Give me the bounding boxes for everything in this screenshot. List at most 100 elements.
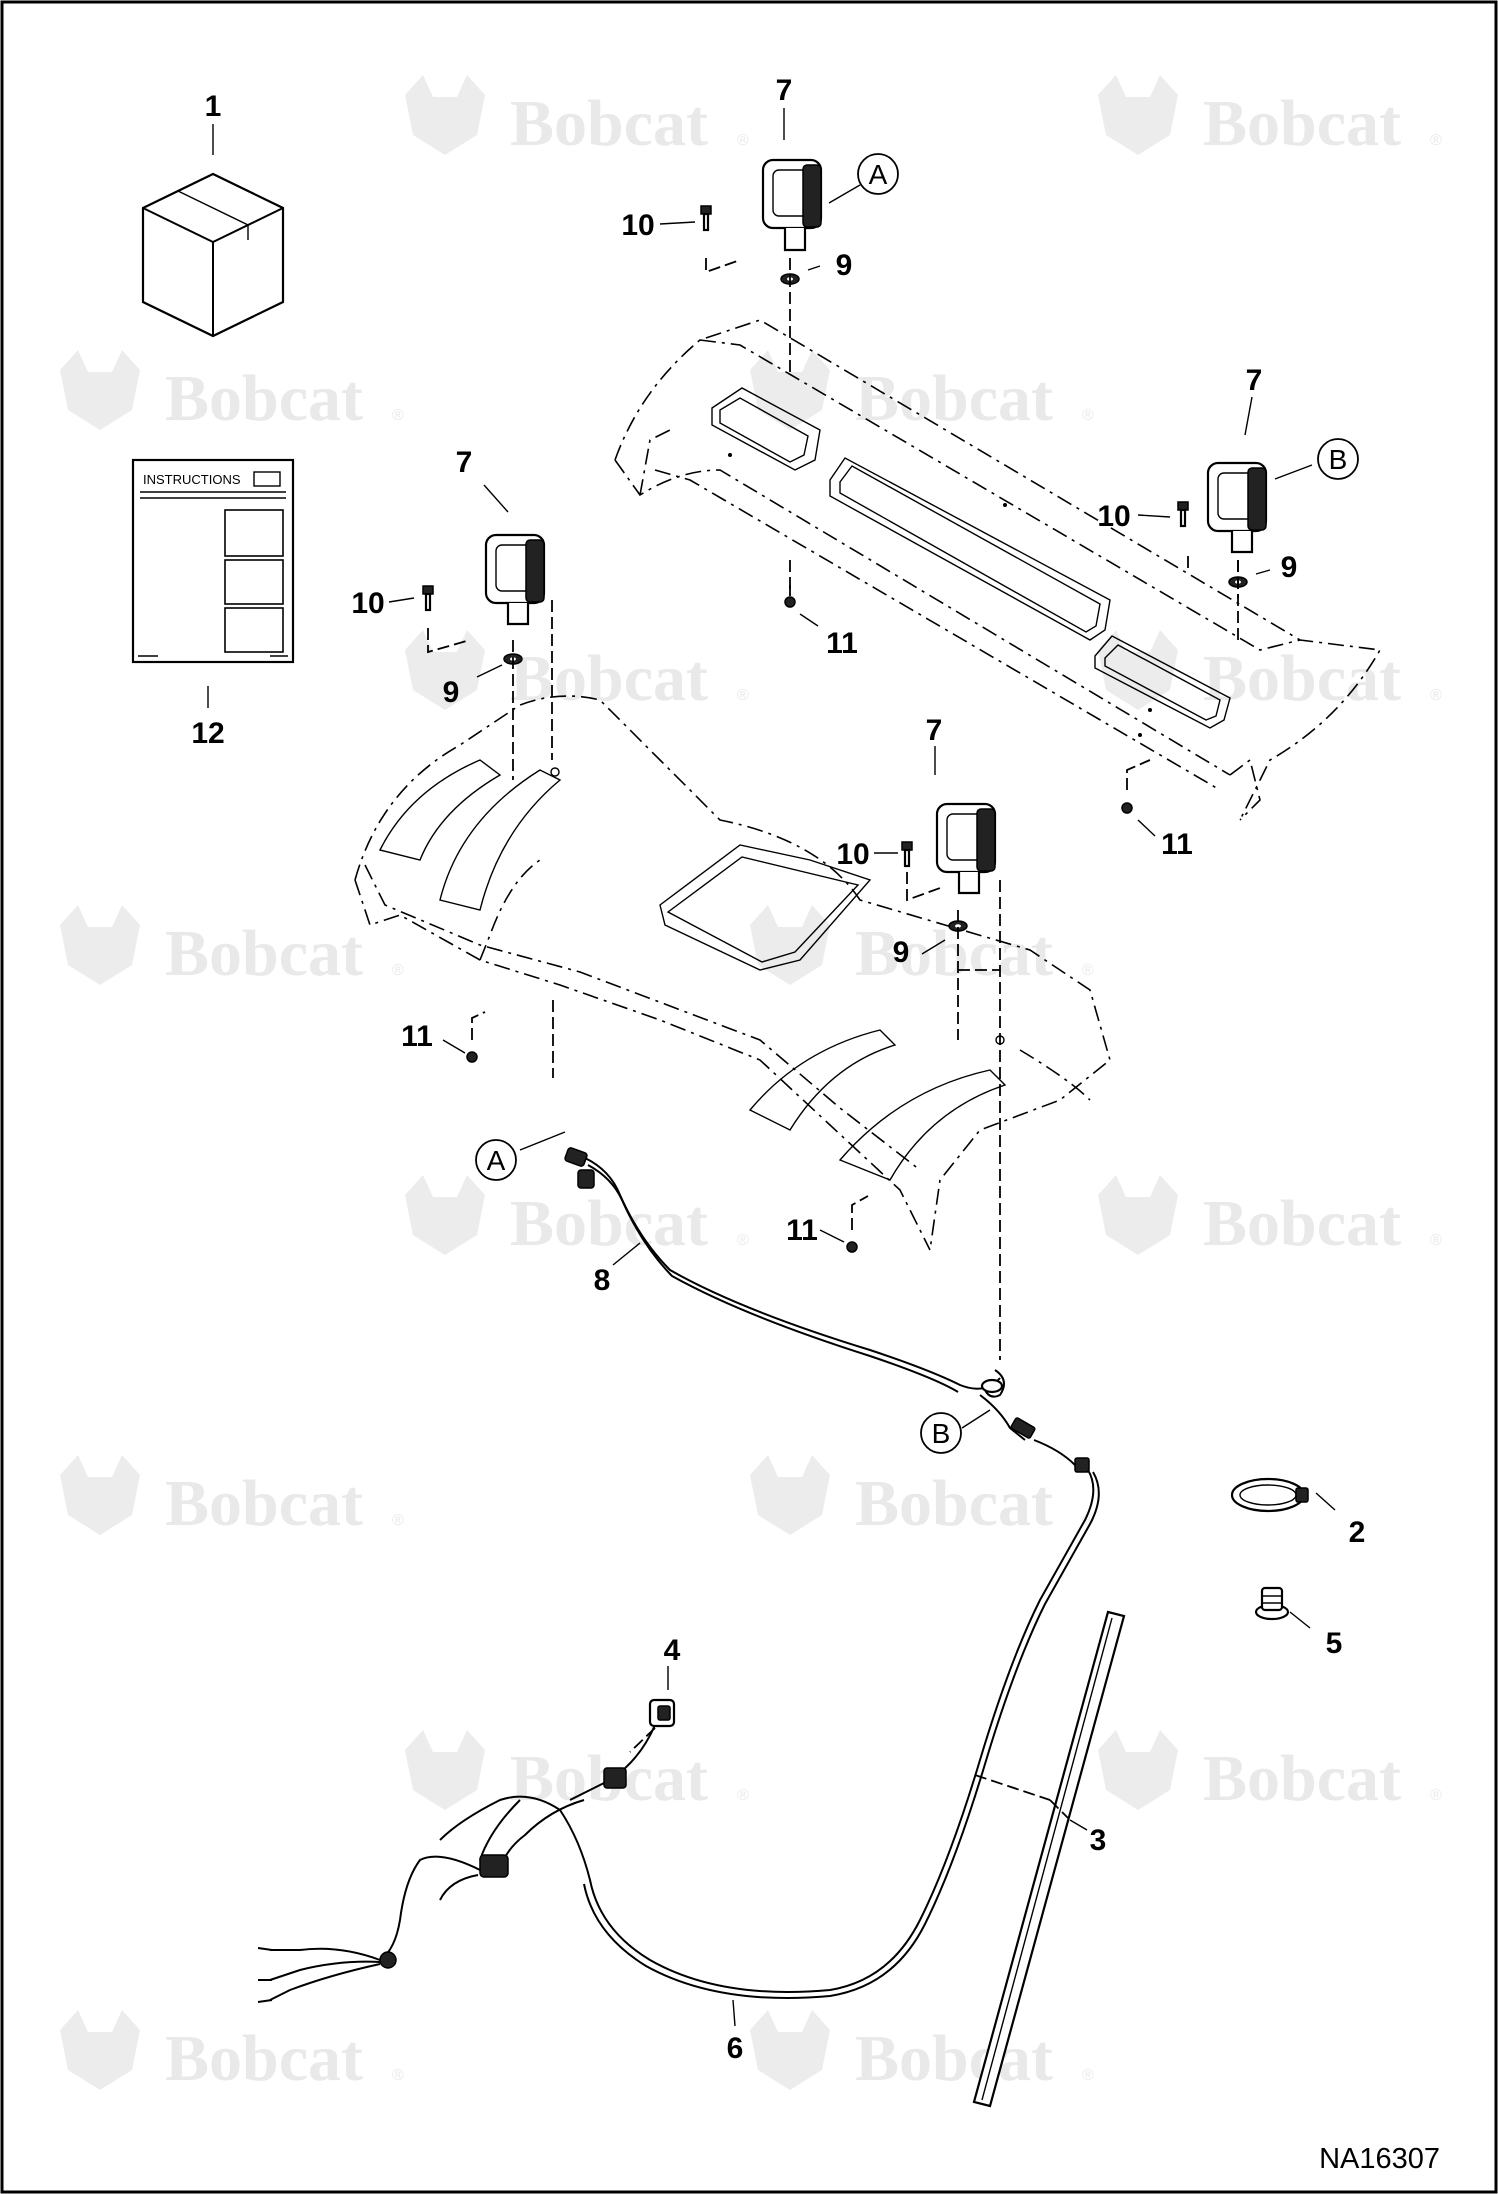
- watermark-registered: ®: [1082, 2067, 1094, 2084]
- watermark-registered: ®: [737, 687, 749, 704]
- svg-text:A: A: [487, 1145, 506, 1176]
- bobcat-logo-icon: [1098, 75, 1178, 155]
- bobcat-watermark: Bobcat ®: [1098, 1175, 1442, 1260]
- callout-10-rear-right: 10: [1097, 500, 1130, 533]
- watermark-registered: ®: [737, 1232, 749, 1249]
- switch-part: [629, 1698, 676, 1753]
- watermark-registered: ®: [392, 2067, 404, 2084]
- watermark-registered: ®: [1430, 687, 1442, 704]
- callout-1: 1: [205, 90, 222, 123]
- connector-b-rear: B: [1317, 438, 1359, 480]
- watermark-brand: Bobcat: [165, 362, 363, 435]
- bobcat-watermark: Bobcat ®: [750, 1455, 1094, 1540]
- watermark-brand: Bobcat: [165, 917, 363, 990]
- svg-text:B: B: [1329, 444, 1348, 475]
- watermark-brand: Bobcat: [855, 362, 1053, 435]
- light-front-right: [935, 802, 997, 895]
- svg-text:A: A: [869, 159, 888, 190]
- bobcat-watermark: Bobcat ®: [1098, 1730, 1442, 1815]
- main-harness: [257, 1394, 1100, 2003]
- bobcat-logo-icon: [750, 1455, 830, 1535]
- instructions-title: INSTRUCTIONS: [143, 472, 241, 487]
- bobcat-logo-icon: [60, 2010, 140, 2090]
- callout-9-front-left: 9: [443, 676, 460, 709]
- bobcat-watermark: Bobcat®: [405, 1730, 749, 1815]
- connector-b-harness: B: [920, 1412, 962, 1454]
- watermark-brand: Bobcat: [1203, 1742, 1401, 1815]
- watermark-brand: Bobcat: [165, 1467, 363, 1540]
- watermark-brand: Bobcat: [1203, 1187, 1401, 1260]
- callout-11-rear-left: 11: [826, 627, 858, 660]
- cable-tie: [1230, 1477, 1309, 1513]
- hardware-parts: [422, 205, 1248, 1253]
- edge-trim: [972, 1610, 1126, 2108]
- bobcat-logo-icon: [405, 1730, 485, 1810]
- light-front-left: [484, 533, 546, 626]
- callout-9-rear-right: 9: [1281, 551, 1298, 584]
- light-rear-left: [761, 158, 823, 252]
- light-harness: [564, 1147, 1005, 1398]
- light-rear-right: [1206, 461, 1268, 554]
- watermark-brand: Bobcat: [510, 1187, 708, 1260]
- watermark-registered: ®: [392, 962, 404, 979]
- bobcat-logo-icon: [405, 75, 485, 155]
- bobcat-logo-icon: [60, 905, 140, 985]
- svg-text:B: B: [932, 1418, 951, 1449]
- fastener-part: [1254, 1586, 1290, 1621]
- callout-10-front-left: 10: [351, 587, 384, 620]
- rear-light-bar: [614, 319, 1382, 821]
- callout-7-front-right: 7: [926, 714, 943, 747]
- watermark-brand: Bobcat: [165, 2022, 363, 2095]
- watermark-registered: ®: [1082, 1512, 1094, 1529]
- watermark-registered: ®: [1430, 1232, 1442, 1249]
- watermark-registered: ®: [1430, 1787, 1442, 1804]
- callout-6: 6: [727, 2032, 744, 2065]
- watermark-brand: Bobcat: [510, 642, 708, 715]
- callout-9-rear-left: 9: [836, 249, 853, 282]
- callout-7-rear-right: 7: [1246, 364, 1263, 397]
- bobcat-logo-icon: [750, 905, 830, 985]
- bobcat-logo-icon: [405, 1175, 485, 1255]
- callout-3: 3: [1090, 1824, 1107, 1857]
- bobcat-watermark: Bobcat ®: [60, 905, 404, 990]
- watermark-registered: ®: [1430, 132, 1442, 149]
- callout-10-rear-left: 10: [621, 209, 654, 242]
- bobcat-watermark: Bobcat ®: [60, 1455, 404, 1540]
- callout-11-rear-right: 11: [1161, 828, 1193, 861]
- callout-2: 2: [1349, 1516, 1366, 1549]
- bobcat-logo-icon: [1098, 1730, 1178, 1810]
- bobcat-logo-icon: [750, 2010, 830, 2090]
- bobcat-logo-icon: [405, 630, 485, 710]
- connector-a-rear: A: [857, 153, 899, 195]
- watermark-brand: Bobcat: [1203, 87, 1401, 160]
- bobcat-logo-icon: [1098, 1175, 1178, 1255]
- bobcat-watermark: Bobcat ®: [60, 350, 404, 435]
- watermark-layer: Bobcat ® Bobcat ® Bobcat ® Bobcat ® Bobcat ® Bobca…: [60, 75, 1442, 2095]
- bobcat-watermark: Bobcat ®: [1098, 75, 1442, 160]
- callout-11-front-right: 11: [786, 1214, 818, 1247]
- bobcat-logo-icon: [60, 1455, 140, 1535]
- callout-5: 5: [1326, 1627, 1343, 1660]
- connector-a-harness: A: [475, 1139, 517, 1181]
- callout-labels: 1 12 7 10 9 7 10 9 11 7 10 9 7 10 9 11 1…: [191, 74, 1365, 2065]
- watermark-registered: ®: [737, 132, 749, 149]
- watermark-brand: Bobcat: [510, 87, 708, 160]
- drawing-number: NA16307: [1319, 2143, 1440, 2175]
- box-part: [141, 172, 285, 338]
- callout-4: 4: [664, 1634, 681, 1667]
- watermark-registered: ®: [392, 407, 404, 424]
- watermark-brand: Bobcat: [1203, 642, 1401, 715]
- leader-lines: [207, 108, 1336, 2027]
- bobcat-logo-icon: [750, 350, 830, 430]
- watermark-registered: ®: [1082, 962, 1094, 979]
- bobcat-watermark: Bobcat®: [750, 2010, 1094, 2095]
- callout-12: 12: [191, 717, 224, 750]
- watermark-registered: ®: [392, 1512, 404, 1529]
- bobcat-watermark: Bobcat ®: [1098, 630, 1442, 715]
- watermark-brand: Bobcat: [855, 1467, 1053, 1540]
- callout-8: 8: [594, 1264, 611, 1297]
- callout-10-front-right: 10: [836, 838, 869, 871]
